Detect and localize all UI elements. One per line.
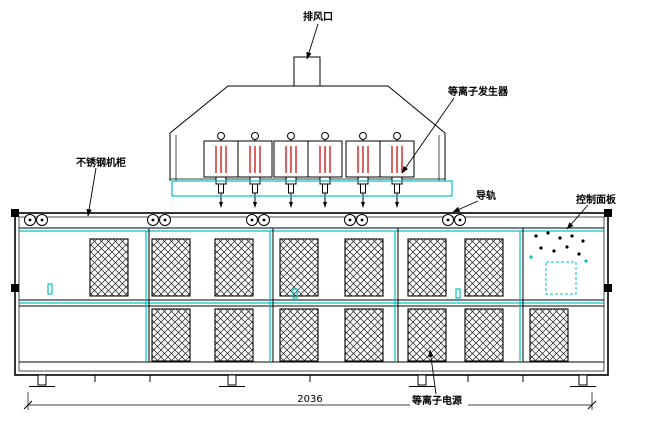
dimension-text: 2036 (297, 394, 322, 405)
wheel-icon (24, 214, 48, 226)
foot (28, 374, 56, 387)
plasma-nozzle (249, 176, 261, 209)
label-stainless-cabinet: 不锈钢机柜 (76, 156, 126, 169)
plasma-nozzle (319, 176, 331, 209)
mesh-panel (279, 308, 319, 362)
exhaust-duct (293, 56, 321, 87)
mesh-panel (407, 238, 447, 297)
edge-marker (11, 284, 19, 292)
label-control-panel: 控制面板 (576, 193, 617, 206)
cabinet (11, 209, 612, 376)
corner-marker (604, 209, 612, 217)
control-panel-area (529, 231, 588, 295)
label-plasma-power: 等离子电源 (412, 394, 462, 407)
machine-feet (28, 374, 597, 387)
insulator-knob-icon (217, 132, 225, 142)
leader-lines (86, 23, 589, 395)
wheel-icon (344, 214, 368, 226)
rail-wheels (24, 214, 466, 226)
plasma-nozzle (391, 176, 403, 209)
foot (218, 374, 246, 387)
label-exhaust-vent: 排风口 (303, 10, 333, 23)
plasma-nozzle (285, 176, 297, 209)
dimension: 2036 (23, 392, 597, 410)
mesh-panels (89, 238, 569, 362)
mesh-panel (214, 308, 254, 362)
mesh-panel (344, 238, 384, 297)
guide-rail-platform (171, 180, 453, 197)
plasma-generator-units (203, 132, 415, 209)
panel-cutout-outline (545, 261, 577, 295)
mesh-panel (464, 308, 504, 362)
wheel-icon (246, 214, 270, 226)
foot (408, 374, 436, 387)
label-guide-rail: 导轨 (476, 189, 496, 202)
insulator-knob-icon (251, 132, 259, 142)
mesh-panel (151, 238, 191, 297)
labels: 排风口 等离子发生器 导轨 控制面板 不锈钢机柜 等离子电源 (76, 10, 617, 407)
insulator-knob-icon (287, 132, 295, 142)
edge-marker (604, 284, 612, 292)
mesh-panel (279, 238, 319, 297)
mesh-panel (344, 308, 384, 362)
mesh-panel (214, 238, 254, 297)
insulator-knob-icon (359, 132, 367, 142)
latch-marks (47, 283, 461, 299)
plasma-nozzle (357, 176, 369, 209)
plasma-nozzle (215, 176, 227, 209)
insulator-knob-icon (321, 132, 329, 142)
mesh-panel (407, 308, 447, 362)
mesh-panel (151, 308, 191, 362)
foot (569, 374, 597, 387)
insulator-knob-icon (393, 132, 401, 142)
wheel-icon (147, 214, 171, 226)
wheel-icon (442, 214, 466, 226)
label-plasma-generator: 等离子发生器 (448, 85, 509, 98)
mesh-panel (529, 308, 569, 362)
mesh-panel (89, 238, 129, 297)
mesh-panel (464, 238, 504, 297)
corner-marker (11, 209, 19, 217)
